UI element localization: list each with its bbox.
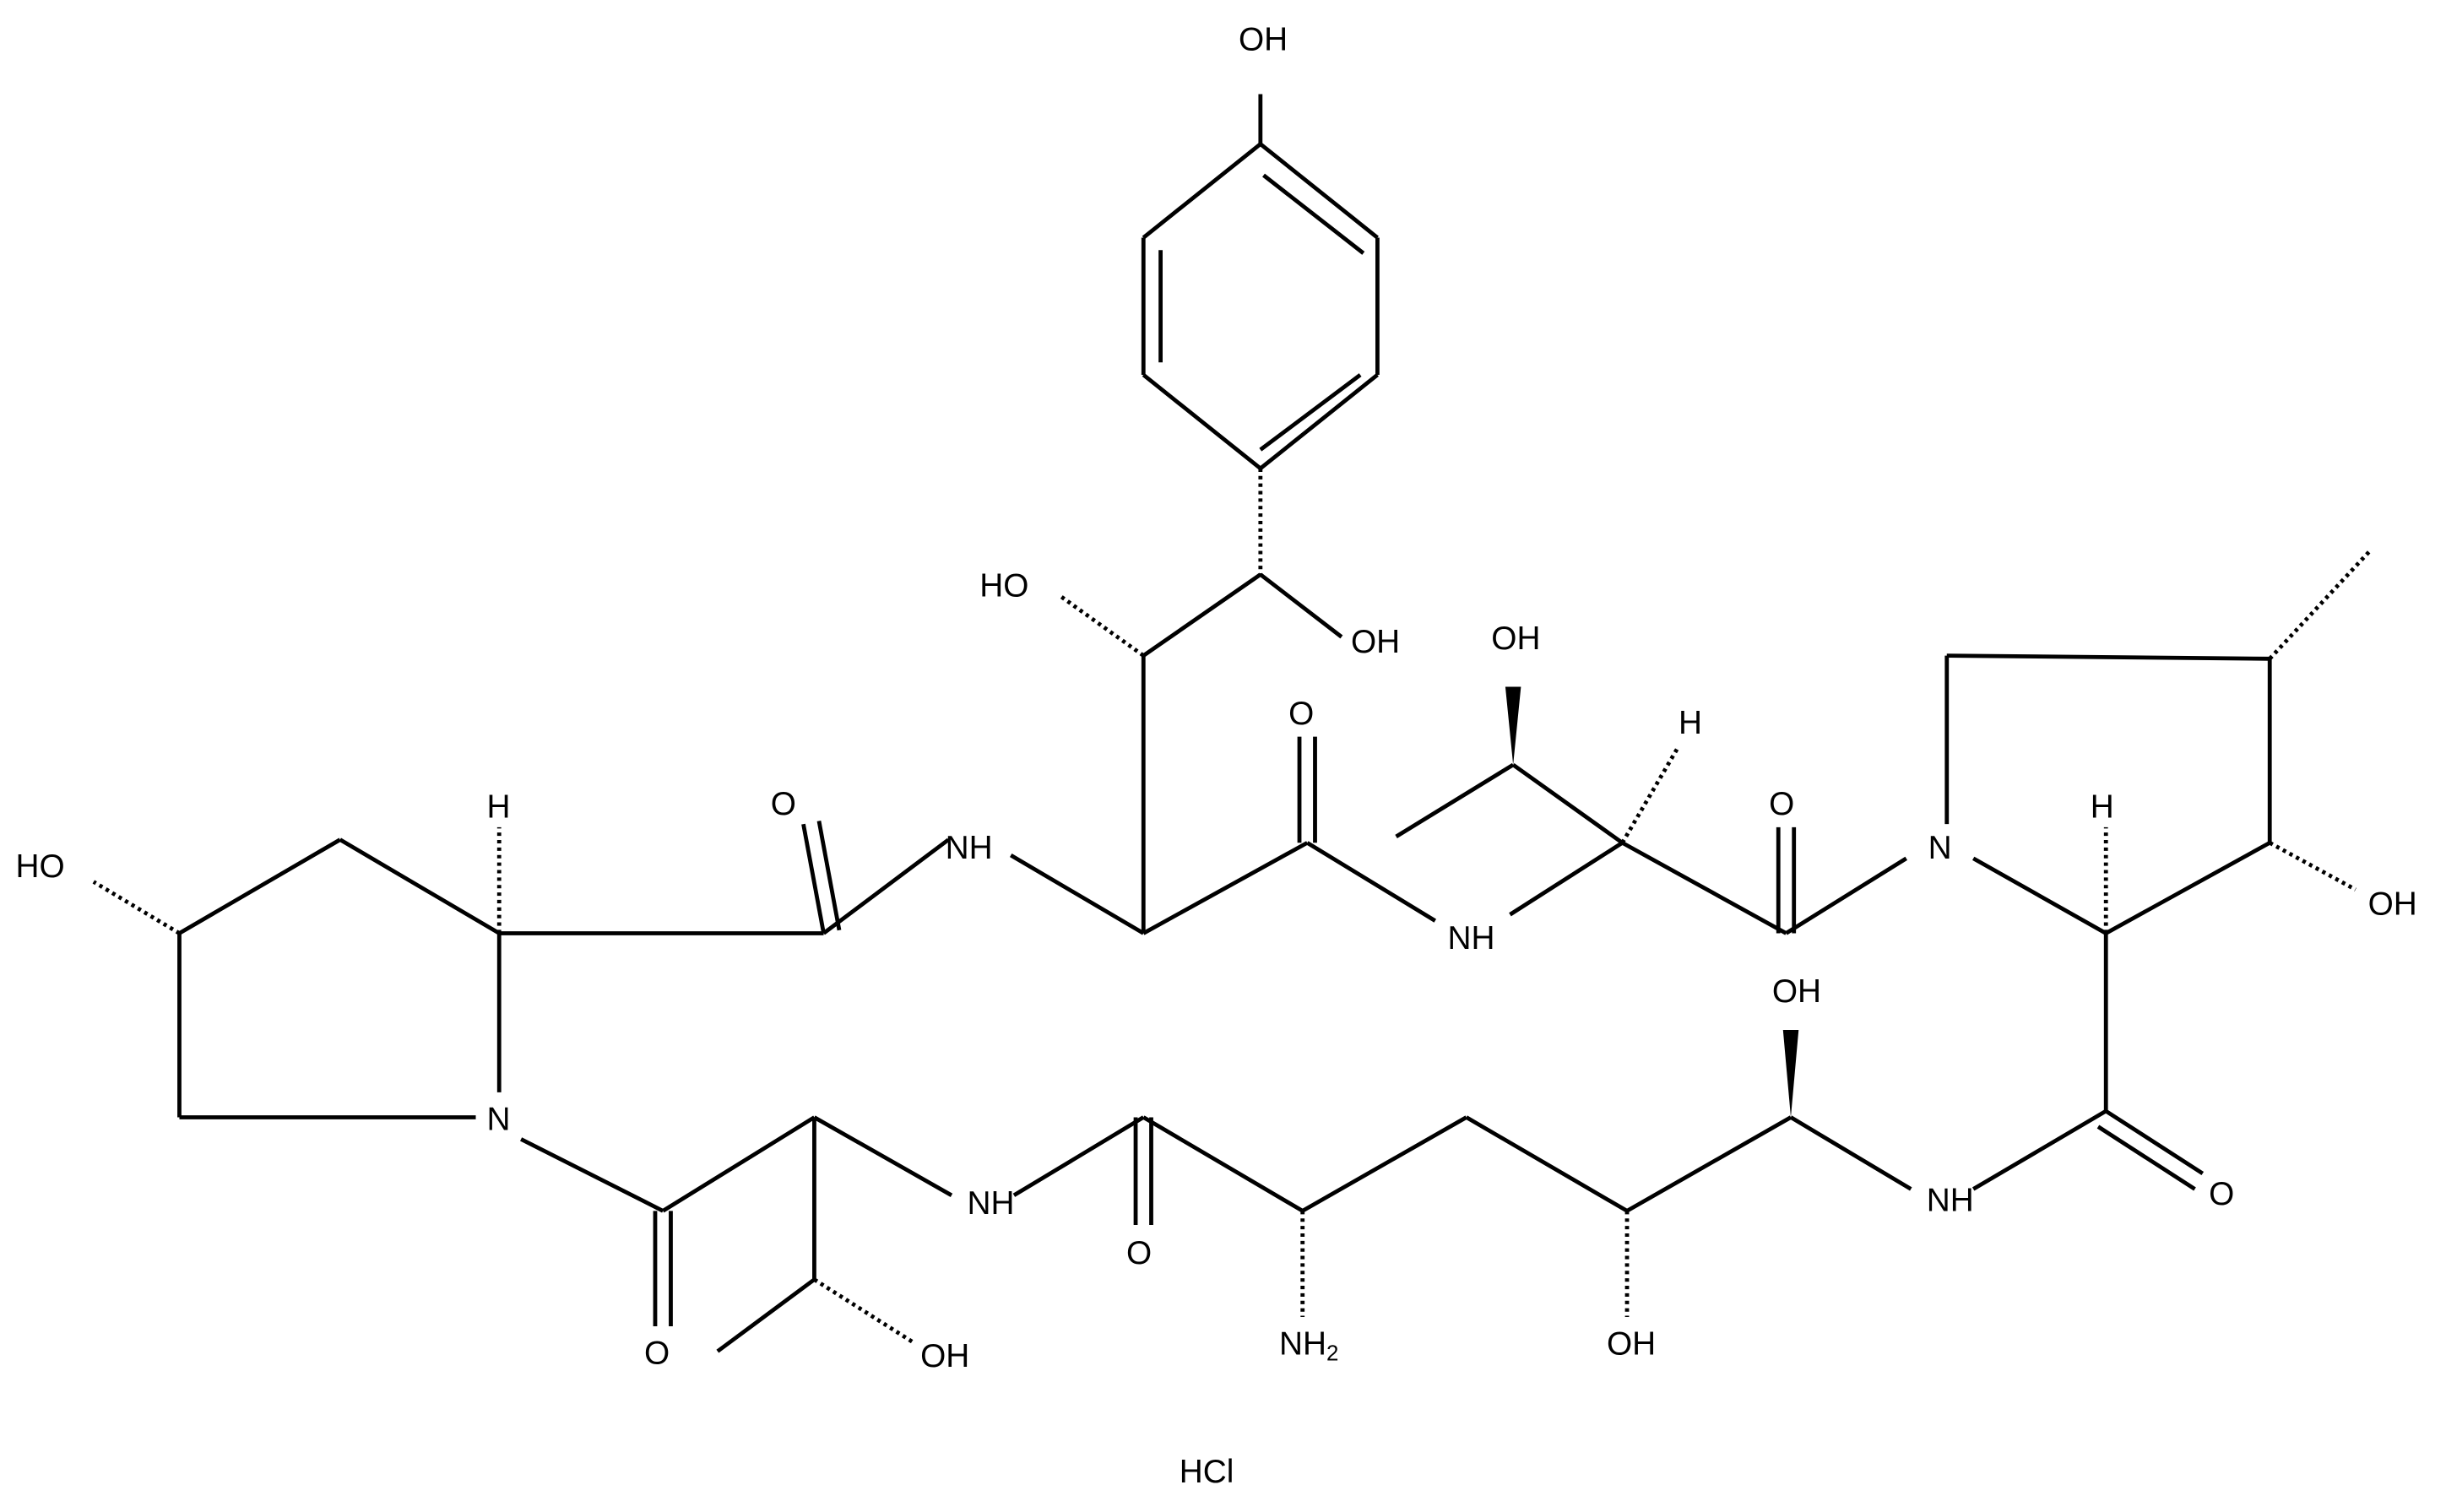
bottom-mid-oh-label: OH <box>1607 1325 1656 1362</box>
top-nh-mid-label: NH <box>1448 920 1495 957</box>
left-h-label: H <box>486 789 510 826</box>
right-n-label: N <box>1928 830 1952 866</box>
phenol-ring <box>1141 94 1380 470</box>
right-oh-label: OH <box>2368 886 2417 922</box>
left-n-label: N <box>486 1101 510 1137</box>
right-h-label: H <box>2091 789 2114 826</box>
bottom-left-o-label: O <box>644 1335 670 1371</box>
carbonyl-o-1-label: O <box>771 786 796 822</box>
phenol-oh-label: OH <box>1239 22 1288 58</box>
diol-chain <box>1059 572 1343 934</box>
thr-h-label: H <box>1679 705 1702 741</box>
top-nh-left-label: NH <box>946 830 993 866</box>
diol-oh-label: OH <box>1351 624 1400 660</box>
nh2-label: NH2 <box>1279 1325 1338 1365</box>
bottom-right-o-label: O <box>2209 1176 2234 1212</box>
left-pyrrolidine <box>92 826 502 1119</box>
carbonyl-o-2-label: O <box>1288 696 1314 732</box>
diol-ho-label: HO <box>979 567 1028 604</box>
bottom-left-oh-label: OH <box>920 1338 969 1374</box>
bottom-nh-right-label: NH <box>1927 1182 1974 1218</box>
bottom-nh-1-label: NH <box>967 1185 1014 1222</box>
salt-label: HCl <box>1180 1454 1234 1490</box>
backbone-top <box>499 686 1908 935</box>
right-pyrrolidine <box>1944 548 2373 1112</box>
backbone-bottom <box>520 1030 2205 1353</box>
carbonyl-o-3-label: O <box>1769 786 1794 822</box>
left-ho-label: HO <box>15 848 64 885</box>
bottom-mid-o-label: O <box>1126 1235 1152 1271</box>
hemiaminal-oh-label: OH <box>1772 973 1821 1010</box>
thr-oh-label: OH <box>1491 621 1540 657</box>
